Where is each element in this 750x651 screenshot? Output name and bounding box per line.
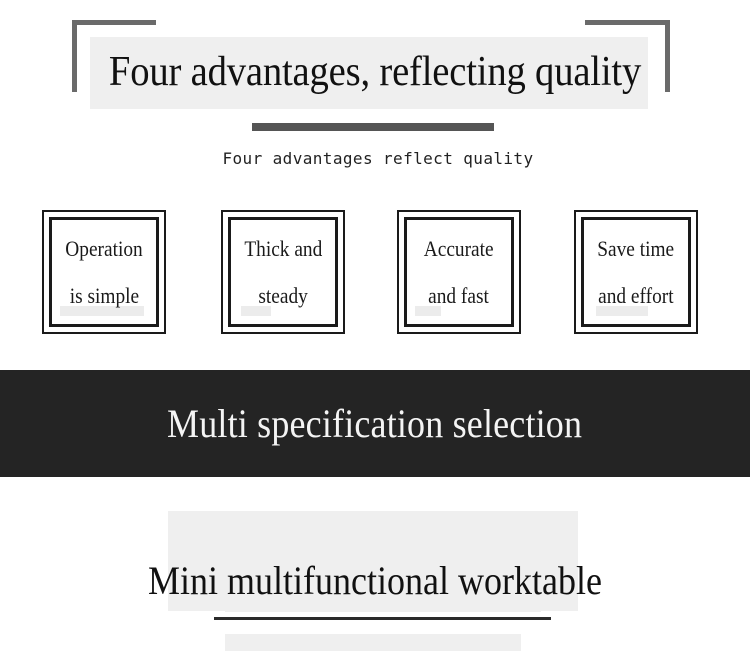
header-title-background [90, 37, 648, 109]
title-accent-bar [252, 123, 494, 131]
feature-smudge [415, 306, 441, 316]
header-bracket-left [72, 20, 156, 92]
feature-line-2: is simple [69, 283, 139, 308]
page-subtitle: Four advantages reflect quality [222, 148, 534, 168]
feature-box-inner: Accurate and fast [404, 217, 514, 327]
product-caption-strip [225, 634, 521, 651]
product-title-background [168, 511, 578, 611]
feature-line-1: Operation [65, 236, 143, 261]
feature-box-thick: Thick and steady [221, 210, 345, 334]
feature-line-1: Accurate [424, 236, 494, 261]
header-bracket-right [585, 20, 670, 92]
feature-smudge [60, 306, 144, 316]
feature-smudge [241, 306, 271, 316]
feature-box-save: Save time and effort [574, 210, 698, 334]
feature-box-inner: Operation is simple [49, 217, 159, 327]
feature-line-1: Save time [597, 236, 675, 261]
feature-box-accurate: Accurate and fast [397, 210, 521, 334]
feature-box-inner: Thick and steady [228, 217, 338, 327]
banner-title: Multi specification selection [167, 401, 583, 446]
feature-box-operation: Operation is simple [42, 210, 166, 334]
page-title: Four advantages, reflecting quality [108, 49, 642, 95]
feature-line-1: Thick and [244, 236, 322, 261]
feature-smudge [596, 306, 648, 316]
feature-line-2: and effort [598, 283, 674, 308]
product-title-background-lower [225, 600, 541, 612]
product-title-underline [214, 617, 551, 620]
product-title: Mini multifunctional worktable [148, 557, 602, 603]
feature-line-2: and fast [428, 283, 490, 308]
feature-line-2: steady [258, 283, 308, 308]
feature-box-inner: Save time and effort [581, 217, 691, 327]
specification-banner: Multi specification selection [0, 370, 750, 477]
